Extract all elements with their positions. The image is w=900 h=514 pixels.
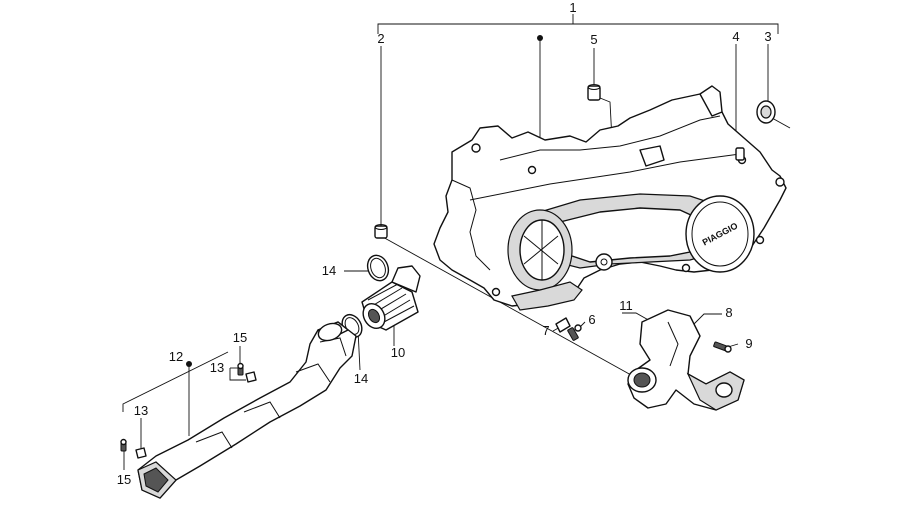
duct-crease-3 <box>243 401 281 419</box>
callout-3: 3 <box>764 29 771 44</box>
crankcase-rib-mid <box>469 153 741 201</box>
group-bracket-12 <box>122 351 229 412</box>
logo-disc-ring <box>691 201 749 267</box>
cover-boss-inner <box>600 258 608 266</box>
dot-marker-1 <box>537 35 543 41</box>
bellows-elbow <box>391 265 421 293</box>
screw-9 <box>713 341 732 353</box>
cover-boss <box>595 253 613 271</box>
crankcase-mount-tab <box>699 85 723 117</box>
fastener-13-15-middle <box>237 362 257 383</box>
housing-bolts <box>471 143 785 297</box>
callout-1: 1 <box>569 0 576 15</box>
bushing-2 <box>374 224 388 239</box>
callout-5: 5 <box>590 32 597 47</box>
intake-bracket-11 <box>627 309 745 411</box>
logo-disc <box>685 195 755 273</box>
dot-marker-12 <box>186 361 192 367</box>
bracket-crease <box>667 321 679 367</box>
bellows-opening <box>367 308 381 324</box>
callout-15-top: 15 <box>233 330 247 345</box>
bolt-6 <box>567 324 582 341</box>
callout-6: 6 <box>588 312 595 327</box>
bracket-tube-hole <box>633 372 651 388</box>
duct-crease-4 <box>195 431 233 449</box>
clip-7 <box>555 317 571 333</box>
callout-14-top: 14 <box>322 263 336 278</box>
fastener-13-15-bottom <box>120 438 147 459</box>
leader-11 <box>622 312 653 323</box>
dot-markers <box>186 35 543 367</box>
crankcase-window <box>639 145 665 167</box>
dowel-pin-5 <box>587 84 601 101</box>
bracket-arm-eye <box>715 382 733 398</box>
air-duct-12 <box>137 321 357 499</box>
crankcase-edge-left <box>451 179 491 271</box>
callout-7: 7 <box>542 323 549 338</box>
leader-8 <box>689 313 722 329</box>
duct-crease-2 <box>295 363 331 383</box>
callout-labels: 1 2 5 4 3 14 10 14 7 6 11 8 9 15 12 13 1… <box>117 0 772 487</box>
pin-4 <box>735 147 745 161</box>
callout-11: 11 <box>619 298 633 313</box>
leader-13a <box>229 368 246 381</box>
hose-clamp-14-top <box>366 254 390 282</box>
rotor-spokes <box>523 220 559 280</box>
callout-15-bottom: 15 <box>117 472 131 487</box>
duct-inlet-collar <box>317 322 343 342</box>
callout-13-bottom: 13 <box>134 403 148 418</box>
leader-2b <box>380 235 641 381</box>
crankcase-rib-top <box>499 115 721 161</box>
bellows-duct-10 <box>361 265 421 331</box>
callout-13-middle: 13 <box>210 360 224 375</box>
callout-14-bottom: 14 <box>354 371 368 386</box>
crankcase-assembly: PIAGGIO <box>433 85 787 311</box>
callout-12: 12 <box>169 349 183 364</box>
oil-seal-3 <box>756 100 776 124</box>
bellows-ribs <box>367 283 415 323</box>
group-bracket-1 <box>377 23 779 34</box>
duct-outlet-opening <box>143 467 169 493</box>
leader-3b <box>771 117 791 129</box>
callout-4: 4 <box>732 29 739 44</box>
callout-9: 9 <box>745 336 752 351</box>
callout-2: 2 <box>377 31 384 46</box>
crankcase-lower-lip <box>511 281 583 311</box>
callout-10: 10 <box>391 345 405 360</box>
clip-13-bottom <box>135 447 147 459</box>
callout-8: 8 <box>725 305 732 320</box>
